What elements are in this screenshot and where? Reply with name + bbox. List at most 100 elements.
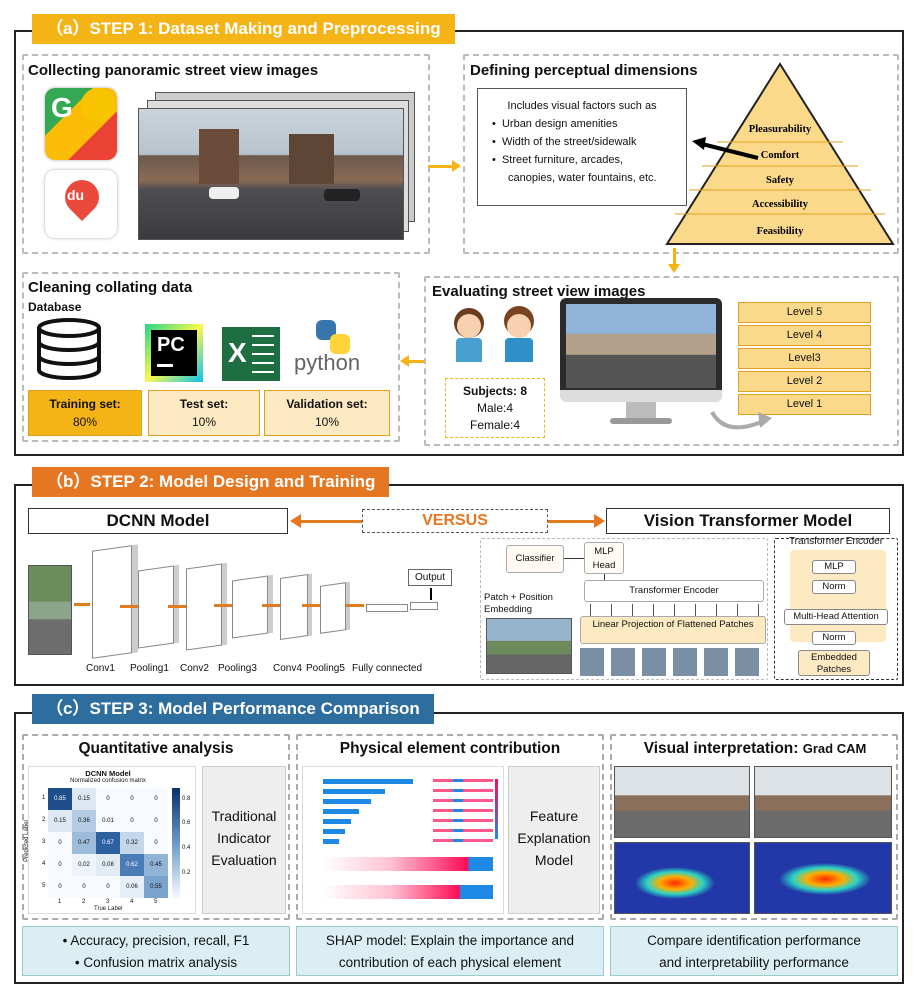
dcnn-title-box: DCNN Model [28, 508, 288, 534]
physical-title: Physical element contribution [339, 740, 561, 757]
pyramid-pointer-arrow [692, 137, 759, 160]
feature-explanation-box: Feature Explanation Model [508, 766, 600, 914]
conv1-label: Conv1 [86, 663, 115, 674]
pyramid-level-accessibility: Accessibility [752, 199, 809, 210]
gradcam-heatmap-1 [614, 842, 750, 914]
level-3-box: Level3 [738, 348, 871, 369]
cm-x-tick: 3 [106, 899, 110, 905]
cm-cell: 0.67 [96, 832, 120, 854]
collecting-title: Collecting panoramic street view images [28, 62, 319, 79]
dcnn-flow-arrow-1 [74, 603, 90, 606]
pooling3-block [232, 575, 268, 639]
versus-arrow-left [300, 520, 362, 523]
arrow-collect-to-define-head [452, 160, 461, 172]
transformer-encoder-box: Transformer Encoder [584, 580, 764, 602]
cm-cell: 0.15 [72, 788, 96, 810]
step2-banner: （b）STEP 2: Model Design and Training [32, 467, 390, 497]
pyramid-level-pleasurability: Pleasurability [749, 124, 812, 135]
validation-set-box: Validation set: 10% [264, 390, 390, 436]
cm-y-tick: 3 [42, 839, 46, 845]
cm-title: DCNN Model [85, 769, 131, 778]
panorama-street-image [138, 108, 404, 240]
cm-x-tick: 4 [130, 899, 134, 905]
cm-y-label: Predicted Label [23, 820, 30, 862]
visual-factor-item: canopies, water fountains, etc. [508, 172, 657, 184]
cm-cell: 0 [48, 876, 72, 898]
versus-arrow-left-head [290, 514, 301, 528]
cm-grid: 0.85 0.15 0 0 0 0.15 0.36 0.01 0 0 0 0.4… [48, 788, 168, 898]
norm-box-top: Norm [812, 580, 856, 594]
conv4-label: Conv4 [273, 663, 302, 674]
fc-layer-1 [366, 604, 408, 612]
arrow-evaluate-to-clean [408, 360, 424, 363]
dcnn-flow-arrow-7 [346, 604, 364, 607]
cm-subtitle: Normalized confusion matrix [70, 778, 146, 784]
arrow-collect-to-define [428, 165, 454, 168]
vit-input-image [486, 618, 572, 674]
pooling3-label: Pooling3 [218, 663, 257, 674]
versus-arrow-right [548, 520, 596, 523]
step1-banner: （a）STEP 1: Dataset Making and Preprocess… [32, 14, 455, 44]
level-5-box: Level 5 [738, 302, 871, 323]
cm-cell: 0 [96, 788, 120, 810]
cm-cell: 0 [144, 788, 168, 810]
quant-summary-box: • Accuracy, precision, recall, F1 • Conf… [22, 926, 290, 976]
dcnn-flow-arrow-3 [168, 605, 186, 608]
encoder-detail-title: Transformer Encoder [788, 536, 884, 547]
gradcam-heatmap-2 [754, 842, 892, 914]
curved-arrow-icon [710, 410, 772, 430]
visual-factor-item: • Width of the street/sidewalk [492, 136, 637, 148]
cm-cell: 0.55 [144, 876, 168, 898]
cm-cell: 0.15 [48, 810, 72, 832]
pooling5-block [320, 582, 346, 634]
dcnn-flow-arrow-2 [120, 605, 138, 608]
level-1-box: Level 1 [738, 394, 871, 415]
visual-factors-intro: Includes visual factors such as [507, 100, 657, 112]
cm-cell: 0.06 [120, 876, 144, 898]
conv2-block [186, 563, 222, 651]
cm-cell: 0 [120, 788, 144, 810]
arrow-evaluate-to-clean-head [400, 355, 409, 367]
cm-cell: 0.02 [72, 854, 96, 876]
cm-y-tick: 5 [42, 883, 46, 889]
conv1-block [92, 545, 132, 659]
cm-cell: 0.01 [96, 810, 120, 832]
monitor-icon [560, 298, 722, 428]
arrow-define-to-evaluate [673, 248, 676, 266]
mlp-box: MLP [812, 560, 856, 574]
subject-avatar-boy [498, 306, 540, 364]
evaluating-title: Evaluating street view images [432, 283, 646, 300]
training-set-box: Training set: 80% [28, 390, 142, 436]
visual-factor-item: • Street furniture, arcades, [492, 154, 624, 166]
test-set-box: Test set: 10% [148, 390, 260, 436]
cm-colorbar [172, 788, 180, 898]
cm-cell: 0 [96, 876, 120, 898]
google-maps-logo: G [45, 88, 117, 160]
cm-colorbar-tick: 0.2 [182, 870, 191, 876]
pyramid-level-feasibility: Feasibility [757, 226, 804, 237]
patch-embedding-label: Patch + Position Embedding [484, 592, 553, 615]
cm-cell: 0 [72, 876, 96, 898]
embedded-patches-box: Embedded Patches [798, 650, 870, 676]
cm-cell: 0.85 [48, 788, 72, 810]
cm-colorbar-tick: 0.6 [182, 820, 191, 826]
cm-x-tick: 1 [58, 899, 62, 905]
cm-x-label: True Label [94, 906, 123, 912]
subject-avatar-girl [448, 308, 488, 364]
gradcam-original-1 [614, 766, 750, 838]
mlp-head-box: MLP Head [584, 542, 624, 574]
output-arrow [430, 588, 432, 600]
cm-cell: 0 [48, 854, 72, 876]
cm-cell: 0 [144, 832, 168, 854]
dcnn-flow-arrow-4 [214, 604, 232, 607]
step3-banner: （c）STEP 3: Model Performance Comparison [32, 694, 434, 724]
cm-y-tick: 2 [42, 817, 46, 823]
dcnn-flow-arrow-6 [302, 604, 320, 607]
quant-title: Quantitative analysis [78, 740, 234, 757]
cm-x-tick: 5 [154, 899, 158, 905]
pooling5-label: Pooling5 [306, 663, 345, 674]
cm-cell: 0 [144, 810, 168, 832]
cm-colorbar-tick: 0.8 [182, 796, 191, 802]
pooling1-label: Pooling1 [130, 663, 169, 674]
level-4-box: Level 4 [738, 325, 871, 346]
